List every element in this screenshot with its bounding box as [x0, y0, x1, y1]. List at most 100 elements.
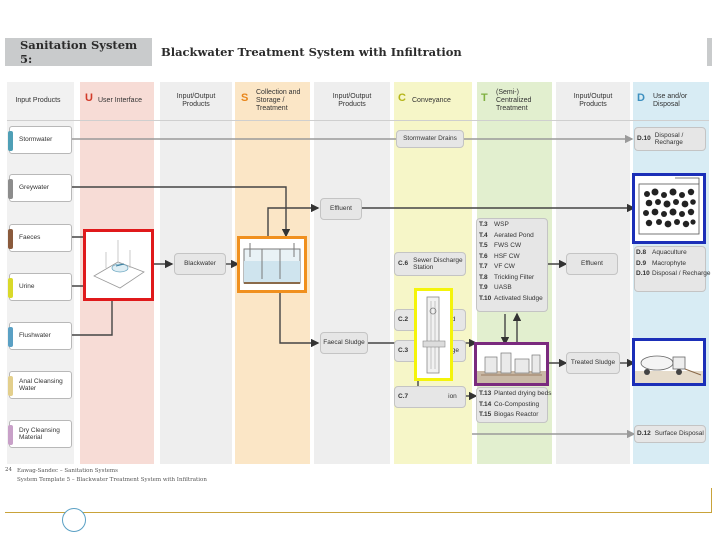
- input-flushwater-label: Flushwater: [19, 332, 51, 340]
- c3-label: dge: [448, 347, 459, 355]
- treatment-code: T.9: [479, 284, 488, 291]
- input-dry-cleansing-material: Dry Cleansing Material: [8, 420, 72, 448]
- disposal-bottom-code: D.12: [637, 430, 651, 438]
- treatment-item: T.5 FWS CW: [479, 241, 543, 252]
- conveyance-c6: C.6 Sewer Discharge Station: [394, 252, 466, 276]
- frame-septic-tank: [237, 236, 307, 293]
- input-stormwater: Stormwater: [8, 126, 72, 154]
- treatment-label: FWS CW: [494, 242, 522, 249]
- input-flushwater: Flushwater: [8, 322, 72, 350]
- disposal-label: Macrophyte: [652, 259, 686, 267]
- disposal-top-label: Disposal / Recharge: [654, 131, 684, 147]
- treatment-label: Activated Sludge: [494, 294, 543, 302]
- header-d-letter: D: [637, 92, 645, 104]
- header-s-letter: S: [241, 92, 249, 104]
- product-blackwater: Blackwater: [174, 253, 226, 275]
- stormwater-swatch: [8, 131, 13, 151]
- disposal-bottom: D.12 Surface Disposal: [634, 425, 706, 443]
- treatment-code: T.4: [479, 231, 488, 239]
- header-io-2: Input/Output Products: [332, 93, 372, 108]
- input-urine-label: Urine: [19, 283, 35, 291]
- sludge-label: Biogas Reactor: [494, 411, 539, 418]
- system-title: Blackwater Treatment System with Infiltr…: [152, 38, 707, 66]
- input-greywater: Greywater: [8, 174, 72, 202]
- treatment-code: T.6: [479, 252, 488, 260]
- input-faeces: Faeces: [8, 224, 72, 252]
- treatment-code: T.8: [479, 273, 488, 281]
- disposal-item: D.8 Aquaculture: [636, 248, 711, 259]
- header-c-letter: C: [398, 92, 406, 104]
- header-conveyance: Conveyance: [412, 97, 451, 104]
- sludge-label: Co-Composting: [494, 400, 540, 408]
- conveyance-c7: C.7 ion: [394, 386, 466, 408]
- input-urine: Urine: [8, 273, 72, 301]
- urine-swatch: [8, 278, 13, 298]
- product-faecal-sludge: Faecal Sludge: [320, 332, 368, 354]
- input-dry-cleansing-label: Dry Cleansing Material: [19, 426, 60, 442]
- disposal-top: D.10 Disposal / Recharge: [634, 127, 706, 151]
- flushwater-swatch: [8, 327, 13, 347]
- product-effluent-2: Effluent: [566, 253, 618, 275]
- treatment-code: T.3: [479, 221, 488, 228]
- disposal-item: D.9 Macrophyte: [636, 259, 711, 270]
- logo-icon: [62, 508, 86, 532]
- input-greywater-label: Greywater: [19, 184, 49, 192]
- input-anal-cleansing-water: Anal Cleansing Water: [8, 371, 72, 399]
- c2-code: C.2: [398, 316, 409, 324]
- c7-code: C.7: [398, 393, 409, 401]
- slide-frame-right: [711, 488, 712, 513]
- header-treatment: (Semi-) Centralized Treatment: [496, 89, 532, 112]
- treatment-code: T.10: [479, 294, 492, 302]
- frame-sewer: [414, 288, 453, 381]
- treatment-label: HSF CW: [494, 252, 520, 260]
- treatment-item: T.9 UASB: [479, 283, 543, 294]
- sludge-list-box: [476, 387, 548, 423]
- soakage-pit-illustration: [638, 177, 700, 235]
- sludge-code: T.13: [479, 390, 492, 397]
- sludge-code: T.14: [479, 400, 492, 408]
- disposal-mid-box: [634, 246, 706, 292]
- disposal-code: D.10: [636, 270, 650, 277]
- treatment-plant-illustration: [477, 352, 546, 383]
- footer-line-2: System Template 5 – Blackwater Treatment…: [17, 477, 207, 483]
- input-stormwater-label: Stormwater: [19, 136, 53, 144]
- treatment-label: UASB: [494, 284, 512, 291]
- frame-user-interface: [83, 229, 154, 301]
- treatment-item: T.3 WSP: [479, 220, 543, 231]
- header-io-3: Input/Output Products: [573, 93, 613, 108]
- product-effluent: Effluent: [320, 198, 362, 220]
- truck-illustration: [635, 355, 703, 383]
- disposal-code: D.8: [636, 249, 647, 256]
- disposal-code: D.9: [636, 259, 647, 267]
- septic-tank-illustration: [243, 243, 301, 284]
- treatment-code: T.5: [479, 242, 488, 249]
- disposal-label: Aquaculture: [652, 249, 687, 256]
- toilet-illustration: [93, 240, 145, 289]
- input-anal-cleansing-label: Anal Cleansing Water: [19, 377, 63, 393]
- treatment-label: WSP: [494, 221, 509, 228]
- flow-tank-to-effluent: [267, 203, 320, 236]
- footer-line-1: Eawag-Sandec – Sanitation Systems: [17, 468, 118, 474]
- c6-label: Sewer Discharge Station: [413, 256, 463, 272]
- column-io-2: [314, 82, 390, 464]
- frame-infiltration: [632, 173, 706, 244]
- c6-code: C.6: [398, 260, 409, 268]
- footer-citation: Eawag-Sandec – Sanitation Systems System…: [17, 467, 207, 485]
- page-number: 24: [5, 467, 12, 473]
- treatment-code: T.7: [479, 263, 488, 270]
- flow-greywater: [72, 186, 291, 238]
- header-u-letter: U: [85, 92, 93, 104]
- header-disposal: Use and/or Disposal: [653, 93, 688, 108]
- slide-frame-bottom: [5, 512, 712, 513]
